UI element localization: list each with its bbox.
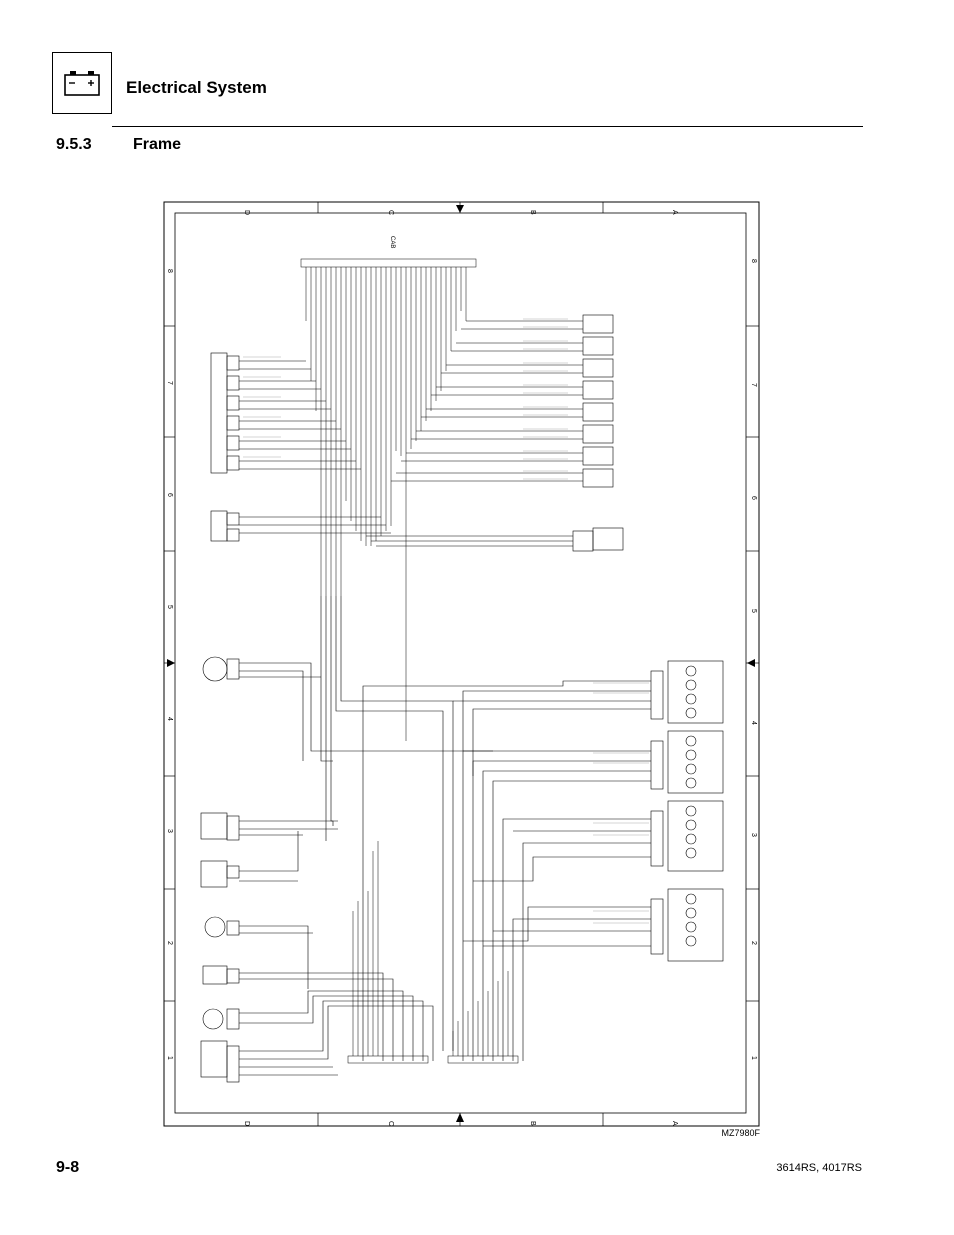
zone-number-left-4: 4: [166, 717, 173, 721]
zone-letter-bottom-a: A: [671, 1121, 678, 1126]
header-icon-box: [52, 52, 112, 114]
zone-letter-top-c: C: [387, 210, 394, 215]
zone-letter-top-a: A: [671, 210, 678, 215]
zone-number-right-4: 4: [750, 721, 757, 725]
frame-wiring-schematic: D C B A D C B A 8 7 6 5 4 3 2 1 8 7 6 5 …: [163, 201, 760, 1127]
zone-number-left-8: 8: [166, 269, 173, 273]
model-numbers: 3614RS, 4017RS: [776, 1162, 862, 1174]
zone-letter-bottom-b: B: [529, 1121, 536, 1126]
zone-letter-top-d: D: [243, 210, 250, 215]
zone-number-right-6: 6: [750, 496, 757, 500]
zone-letter-bottom-c: C: [387, 1121, 394, 1126]
battery-icon: [64, 71, 100, 96]
section-title: Frame: [133, 136, 182, 153]
zone-number-left-7: 7: [166, 381, 173, 385]
zone-number-left-2: 2: [166, 941, 173, 945]
zone-number-right-8: 8: [750, 259, 757, 263]
zone-letter-bottom-d: D: [243, 1121, 250, 1126]
cab-label: CAB: [389, 236, 395, 248]
section-number: 9.5.3: [56, 136, 92, 153]
zone-number-right-1: 1: [750, 1056, 757, 1060]
zone-number-right-5: 5: [750, 609, 757, 613]
zone-letter-top-b: B: [529, 210, 536, 215]
zone-number-right-3: 3: [750, 833, 757, 837]
page-number: 9-8: [56, 1159, 80, 1176]
header-divider: [112, 126, 863, 127]
figure-id: MZ7980F: [721, 1128, 760, 1138]
zone-number-left-6: 6: [166, 493, 173, 497]
header-title: Electrical System: [126, 78, 267, 97]
zone-number-left-1: 1: [166, 1056, 173, 1060]
zone-number-right-2: 2: [750, 941, 757, 945]
zone-number-left-3: 3: [166, 829, 173, 833]
zone-number-left-5: 5: [166, 605, 173, 609]
zone-number-right-7: 7: [750, 383, 757, 387]
